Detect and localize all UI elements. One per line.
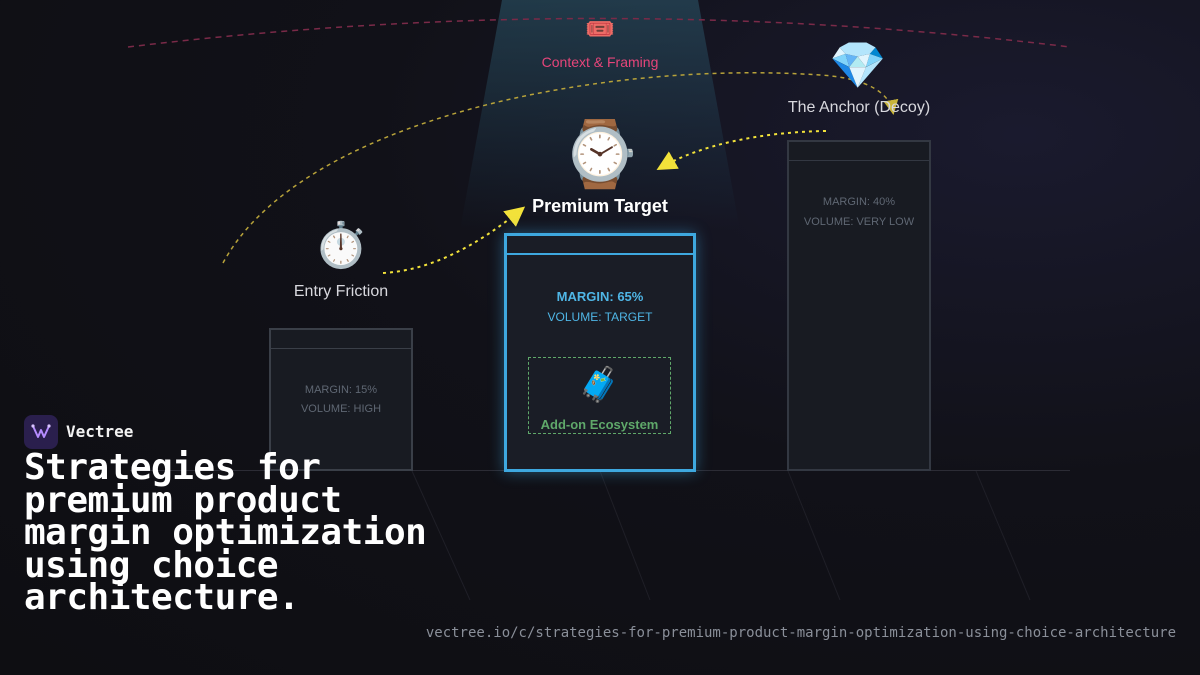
ticket-icon: 🎟️ (585, 16, 615, 43)
anchor-pedestal: MARGIN: 40% VOLUME: VERY LOW (787, 140, 931, 471)
pedestal-cap (507, 236, 693, 255)
context-label: Context & Framing (541, 54, 659, 70)
spotlight (460, 0, 740, 230)
premium-volume: VOLUME: TARGET (547, 310, 653, 324)
addon-label: Add-on Ecosystem (540, 417, 659, 432)
premium-margin: MARGIN: 65% (556, 289, 644, 304)
pedestal-cap (789, 142, 929, 161)
long-arc-arrow (222, 72, 899, 264)
premium-label: Premium Target (532, 196, 668, 216)
addon-ecosystem-box: 🧳 Add-on Ecosystem (528, 357, 671, 434)
context-arc (127, 17, 1071, 48)
page-title: Strategies for premium product margin op… (24, 447, 427, 618)
premium-pedestal: MARGIN: 65% VOLUME: TARGET (504, 233, 696, 472)
entry-margin: MARGIN: 15% (304, 384, 378, 396)
anchor-volume: VOLUME: VERY LOW (803, 216, 915, 228)
source-url[interactable]: vectree.io/c/strategies-for-premium-prod… (425, 625, 1176, 641)
entry-volume: VOLUME: HIGH (300, 403, 382, 415)
anchor-to-premium-arrow (656, 130, 827, 170)
diamond-icon: 💎 (829, 39, 887, 91)
watch-icon: ⌚ (560, 118, 640, 190)
vectree-logo-icon (24, 415, 58, 449)
pedestal-cap (271, 330, 411, 349)
entry-label: Entry Friction (293, 283, 389, 300)
anchor-margin: MARGIN: 40% (822, 196, 896, 208)
luggage-icon: 🧳 (578, 366, 621, 404)
entry-to-premium-arrow (382, 206, 526, 274)
brand-name: Vectree (66, 422, 134, 441)
entry-pedestal: MARGIN: 15% VOLUME: HIGH (269, 328, 413, 471)
stopwatch-icon: ⏱️ (313, 221, 369, 270)
anchor-label: The Anchor (Decoy) (787, 99, 931, 116)
